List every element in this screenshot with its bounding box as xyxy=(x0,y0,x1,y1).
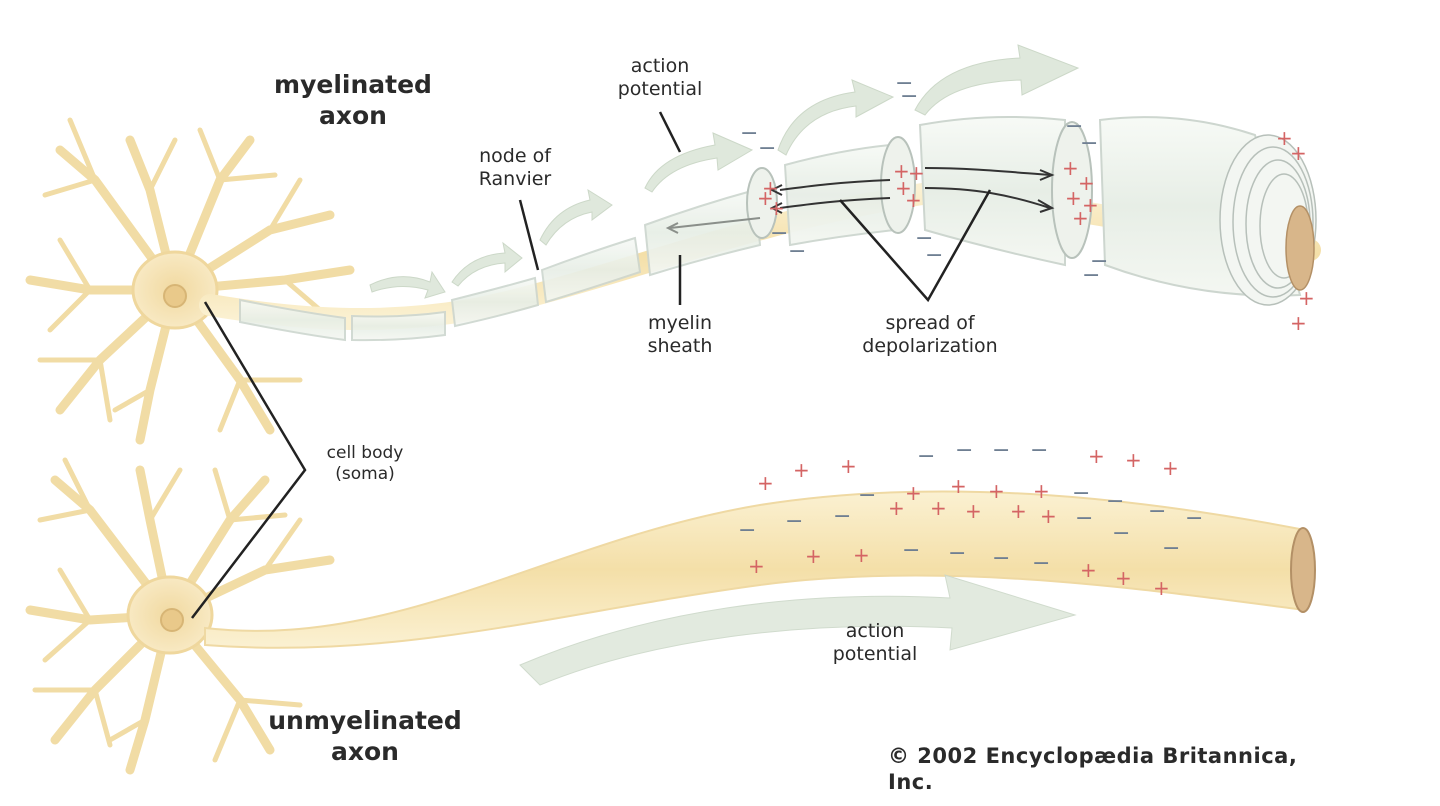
svg-text:−: − xyxy=(900,84,918,109)
svg-text:+: + xyxy=(768,196,785,220)
svg-text:+: + xyxy=(1298,286,1315,310)
label-myelinated-axon: myelinated axon xyxy=(274,70,432,130)
svg-text:−: − xyxy=(992,438,1010,463)
svg-text:−: − xyxy=(915,226,933,251)
svg-text:−: − xyxy=(955,438,973,463)
svg-text:−: − xyxy=(1075,506,1093,531)
myelinated-charges: − − − − − − − − − − − − + + + + + + + + … xyxy=(740,71,1315,335)
svg-text:+: + xyxy=(1072,206,1089,230)
svg-text:−: − xyxy=(992,546,1010,571)
unmyelinated-charges: + + + + + + + + + + + + + + + + + + + + … xyxy=(738,438,1203,600)
svg-text:−: − xyxy=(1032,551,1050,576)
lower-neuron xyxy=(25,457,335,775)
svg-text:+: + xyxy=(1290,311,1307,335)
svg-text:+: + xyxy=(840,454,857,478)
svg-text:−: − xyxy=(858,483,876,508)
svg-text:−: − xyxy=(895,71,913,96)
svg-text:−: − xyxy=(785,509,803,534)
svg-text:−: − xyxy=(948,541,966,566)
svg-text:−: − xyxy=(925,243,943,268)
svg-text:+: + xyxy=(908,161,925,185)
unmyelinated-axon-end xyxy=(1290,527,1316,613)
svg-text:+: + xyxy=(1125,448,1142,472)
svg-text:+: + xyxy=(1115,566,1132,590)
svg-text:−: − xyxy=(902,538,920,563)
svg-text:−: − xyxy=(738,518,756,543)
svg-text:−: − xyxy=(1030,438,1048,463)
svg-text:−: − xyxy=(917,444,935,469)
svg-text:−: − xyxy=(833,504,851,529)
svg-text:−: − xyxy=(1072,481,1090,506)
svg-text:+: + xyxy=(757,186,774,210)
svg-text:+: + xyxy=(895,176,912,200)
svg-text:−: − xyxy=(1112,521,1130,546)
svg-text:+: + xyxy=(1080,558,1097,582)
label-node-of-ranvier: node of Ranvier xyxy=(478,145,552,191)
svg-text:+: + xyxy=(1078,171,1095,195)
myelin-end-rings xyxy=(1219,134,1317,306)
svg-text:+: + xyxy=(1082,193,1099,217)
svg-text:+: + xyxy=(1062,156,1079,180)
svg-text:−: − xyxy=(758,136,776,161)
upper-neuron xyxy=(25,117,355,445)
svg-text:−: − xyxy=(1080,131,1098,156)
svg-text:−: − xyxy=(1065,114,1083,139)
svg-text:+: + xyxy=(1010,499,1027,523)
svg-text:−: − xyxy=(770,221,788,246)
svg-text:+: + xyxy=(1290,141,1307,165)
svg-text:−: − xyxy=(1082,263,1100,288)
svg-text:+: + xyxy=(965,499,982,523)
node-disks xyxy=(746,121,1093,259)
label-action-potential-bottom: action potential xyxy=(832,620,918,666)
label-spread-of-depolarization: spread of depolarization xyxy=(862,312,998,358)
label-myelin-sheath: myelin sheath xyxy=(647,312,713,358)
svg-text:−: − xyxy=(1185,506,1203,531)
svg-text:+: + xyxy=(930,496,947,520)
svg-text:+: + xyxy=(1276,126,1293,150)
svg-text:+: + xyxy=(888,496,905,520)
svg-text:−: − xyxy=(1106,489,1124,514)
svg-text:+: + xyxy=(1065,186,1082,210)
depolarization-arrows xyxy=(665,167,1055,234)
svg-text:+: + xyxy=(1162,456,1179,480)
svg-text:+: + xyxy=(988,479,1005,503)
svg-text:−: − xyxy=(1162,536,1180,561)
svg-text:−: − xyxy=(1148,499,1166,524)
svg-text:−: − xyxy=(788,239,806,264)
svg-text:+: + xyxy=(853,543,870,567)
svg-text:+: + xyxy=(1033,479,1050,503)
label-action-potential-top: action potential xyxy=(617,55,703,101)
svg-text:+: + xyxy=(950,474,967,498)
saltatory-arrows xyxy=(369,44,1080,299)
svg-text:+: + xyxy=(757,471,774,495)
copyright-credit: © 2002 Encyclopædia Britannica, Inc. xyxy=(888,744,1298,794)
svg-text:+: + xyxy=(805,544,822,568)
svg-text:−: − xyxy=(1090,249,1108,274)
action-potential-arrow-bottom xyxy=(519,574,1077,686)
label-leaders xyxy=(191,111,992,619)
svg-text:+: + xyxy=(905,481,922,505)
svg-text:+: + xyxy=(893,159,910,183)
svg-text:+: + xyxy=(793,458,810,482)
svg-text:+: + xyxy=(1088,444,1105,468)
label-cell-body: cell body (soma) xyxy=(326,443,404,484)
svg-text:−: − xyxy=(740,121,758,146)
svg-text:+: + xyxy=(905,188,922,212)
svg-text:+: + xyxy=(1153,576,1170,600)
svg-text:+: + xyxy=(762,176,779,200)
label-unmyelinated-axon: unmyelinated axon xyxy=(268,706,462,766)
svg-text:+: + xyxy=(1040,504,1057,528)
svg-text:+: + xyxy=(748,554,765,578)
